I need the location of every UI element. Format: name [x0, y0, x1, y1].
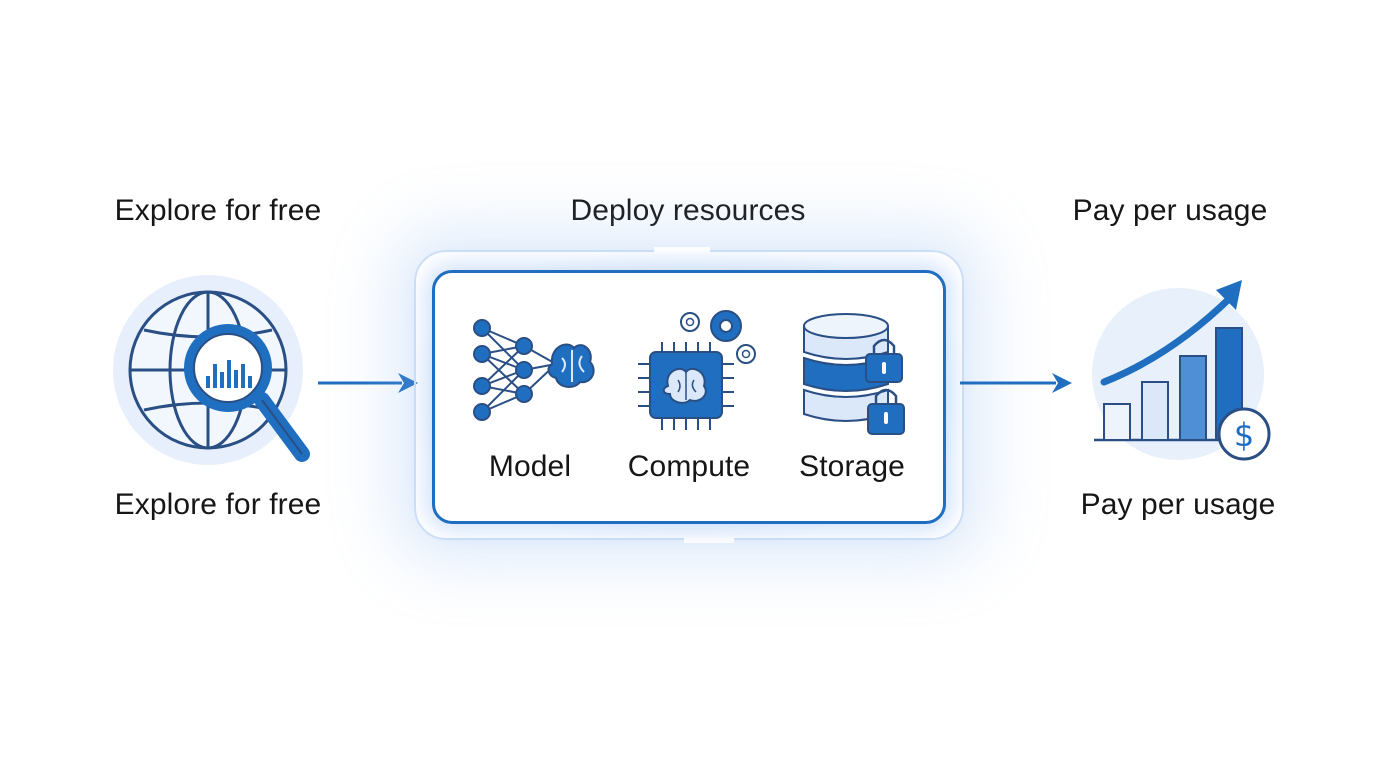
arrow-right-icon [318, 370, 418, 396]
frame-gap [684, 537, 734, 543]
resource-label-compute: Compute [627, 450, 751, 483]
pay-caption: Pay per usage [1080, 488, 1276, 521]
arrow-right-icon [960, 370, 1072, 396]
pay-title: Pay per usage [1072, 194, 1268, 227]
resource-label-model: Model [488, 450, 572, 483]
explore-title: Explore for free [114, 194, 322, 227]
svg-text:$: $ [1234, 416, 1254, 454]
database-lock-icon [800, 312, 915, 436]
deploy-title: Deploy resources [570, 194, 806, 227]
neural-network-brain-icon [468, 316, 598, 426]
globe-search-icon [110, 272, 320, 472]
chip-gears-icon [634, 302, 764, 438]
resource-label-storage: Storage [799, 450, 905, 483]
frame-gap [654, 247, 710, 253]
growth-chart-dollar-icon: $ [1090, 276, 1280, 466]
explore-caption: Explore for free [114, 488, 322, 521]
